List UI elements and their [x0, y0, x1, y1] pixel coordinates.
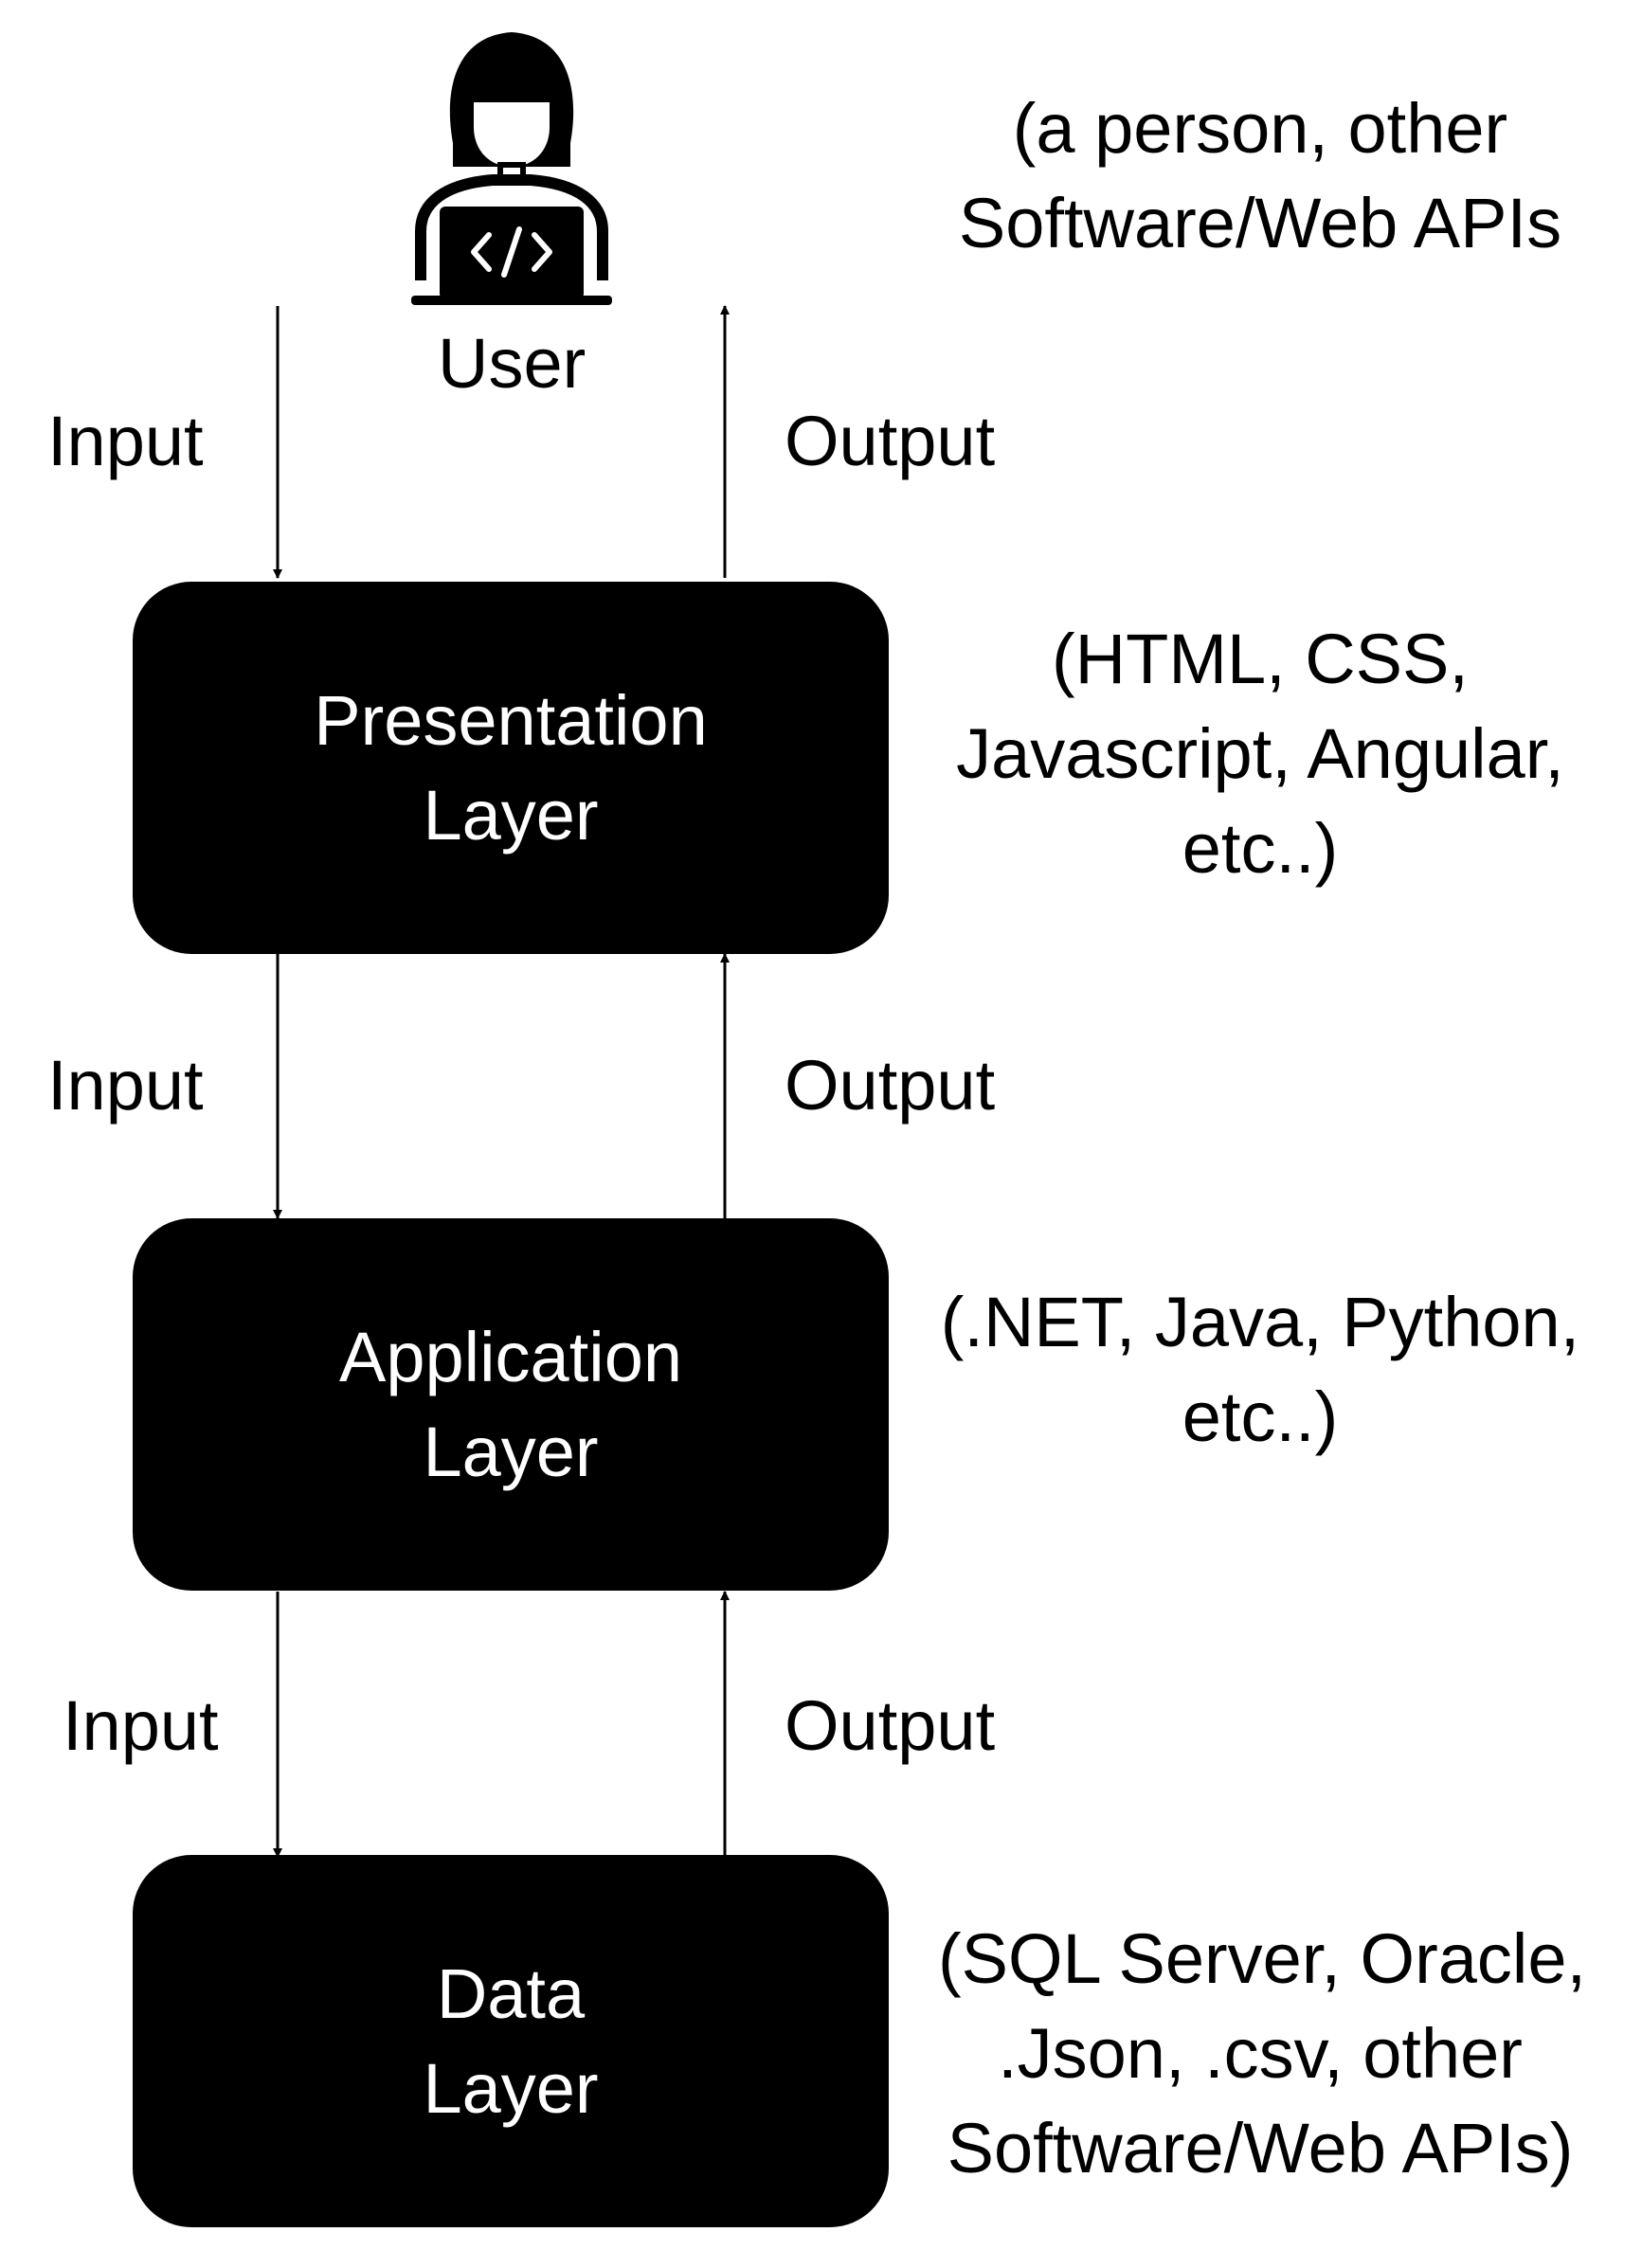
application-layer-subtitle: Layer — [423, 1412, 599, 1491]
developer-user-icon — [411, 32, 612, 305]
input-label-2: Input — [47, 1046, 204, 1125]
presentation-layer-title: Presentation — [314, 680, 708, 760]
presentation-layer-note: (HTML, CSS, Javascript, Angular, etc..) — [938, 612, 1582, 896]
data-note-line-2: .Json, .csv, other — [998, 2014, 1523, 2093]
data-note-line-1: (SQL Server, Oracle, — [938, 1919, 1587, 1998]
input-label-1: Input — [47, 402, 204, 480]
presentation-layer-box: Presentation Layer — [133, 582, 889, 954]
user-note-line-2: Software/Web APIs — [958, 184, 1562, 262]
presentation-note-line-2: Javascript, Angular, — [956, 714, 1564, 793]
data-layer-subtitle: Layer — [423, 2048, 599, 2128]
user-label: User — [438, 324, 586, 403]
user-note: (a person, other Software/Web APIs — [938, 81, 1582, 271]
presentation-note-line-3: etc..) — [1182, 809, 1339, 888]
data-layer-note: (SQL Server, Oracle, .Json, .csv, other … — [938, 1912, 1587, 2196]
output-label-1: Output — [785, 402, 996, 480]
data-note-line-3: Software/Web APIs) — [947, 2109, 1574, 2187]
presentation-layer-subtitle: Layer — [423, 775, 599, 855]
application-note-line-1: (.NET, Java, Python, — [940, 1283, 1580, 1361]
application-layer-title: Application — [338, 1317, 682, 1396]
data-layer-box: Data Layer — [133, 1855, 889, 2227]
input-label-3: Input — [63, 1686, 219, 1765]
application-layer-note: (.NET, Java, Python, etc..) — [938, 1275, 1582, 1465]
application-layer-box: Application Layer — [133, 1218, 889, 1591]
data-layer-title: Data — [436, 1953, 586, 2033]
application-note-line-2: etc..) — [1182, 1377, 1339, 1456]
user-note-line-1: (a person, other — [1012, 89, 1508, 168]
output-label-3: Output — [785, 1686, 996, 1765]
output-label-2: Output — [785, 1046, 996, 1125]
presentation-note-line-1: (HTML, CSS, — [1052, 620, 1469, 698]
